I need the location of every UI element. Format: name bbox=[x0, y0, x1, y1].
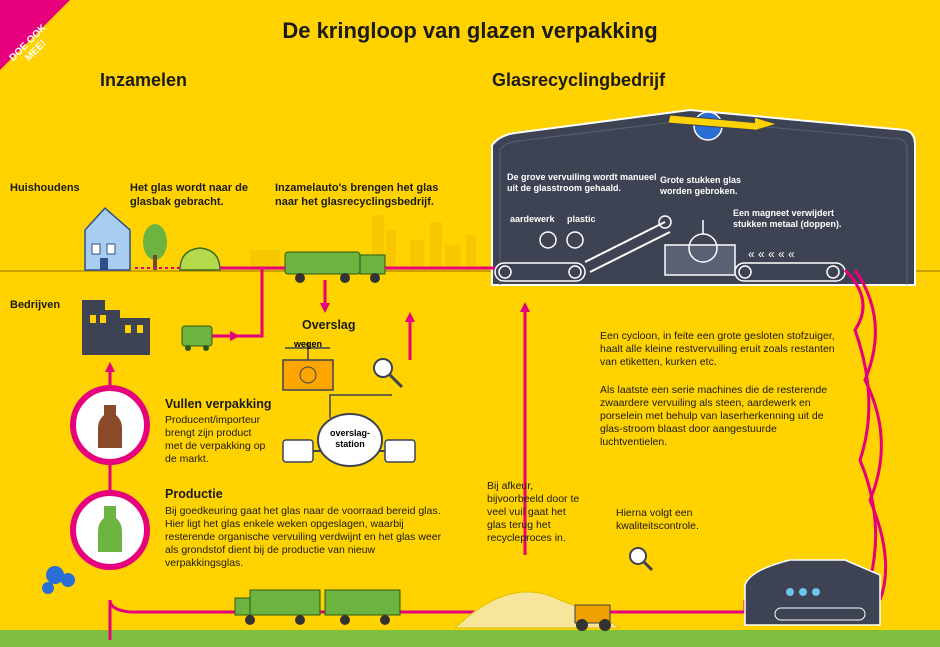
grass-strip bbox=[0, 630, 940, 647]
tree-icon bbox=[143, 224, 167, 270]
quality-magnifier-icon bbox=[629, 547, 654, 572]
storage-building bbox=[744, 559, 881, 626]
collection-truck-icon bbox=[284, 251, 386, 283]
label-businesses: Bedrijven bbox=[10, 299, 61, 311]
label-ceramics: aardewerk bbox=[510, 214, 555, 224]
page-title: De kringloop van glazen verpakking bbox=[282, 18, 658, 43]
plastic-node-icon bbox=[566, 231, 584, 249]
label-transfer: Overslag bbox=[302, 318, 356, 332]
flow-lines bbox=[108, 266, 888, 640]
label-weigh: wegen bbox=[294, 339, 323, 349]
scale-icon bbox=[282, 342, 334, 391]
text-quality: Hierna volgt een kwaliteitscontrole. bbox=[616, 507, 699, 532]
house-icon bbox=[84, 206, 131, 271]
text-reject: Bij afkeur, bijvoorbeeld door te veel vu… bbox=[487, 480, 580, 544]
transfer-station-icon bbox=[282, 394, 416, 467]
conveyors: « « « « « bbox=[494, 221, 846, 282]
glass-bin-icon bbox=[179, 247, 221, 271]
gears-icon bbox=[42, 566, 75, 594]
svg-text:« « « « «: « « « « « bbox=[748, 247, 795, 261]
label-glass-to-bin: Het glas wordt naar de glasbak gebracht. bbox=[130, 182, 248, 208]
label-coarse-removed: De grove vervuiling wordt manueel uit de… bbox=[507, 172, 657, 193]
crusher-icon bbox=[667, 111, 775, 141]
fill-bottle-icon bbox=[70, 385, 150, 465]
label-trucks-bring: Inzamelauto's brengen het glas naar het … bbox=[275, 182, 439, 208]
label-transfer-station: overslag-station bbox=[329, 428, 371, 449]
production-title: Productie bbox=[165, 487, 223, 501]
magnifier-icon bbox=[373, 358, 404, 389]
production-body: Bij goedkeuring gaat het glas naar de vo… bbox=[165, 505, 442, 569]
corner-banner-bg bbox=[0, 0, 70, 70]
fill-body: Producent/importeur brengt zijn product … bbox=[165, 414, 266, 465]
text-laser: Als laatste een serie machines die de re… bbox=[600, 384, 828, 448]
business-building-icon bbox=[82, 300, 150, 355]
label-large-broken: Grote stukken glas worden gebroken. bbox=[660, 175, 742, 196]
ceramics-node-icon bbox=[539, 231, 557, 249]
glass-truck-icon bbox=[234, 589, 401, 625]
flow-arrows bbox=[105, 302, 530, 372]
section-collect: Inzamelen bbox=[100, 70, 188, 90]
crush-node-icon bbox=[658, 215, 672, 229]
container-icon bbox=[181, 325, 213, 351]
text-cyclone: Een cycloon, in feite een grote gesloten… bbox=[600, 330, 835, 368]
recycling-building bbox=[491, 108, 916, 286]
section-recycling: Glasrecyclingbedrijf bbox=[492, 70, 666, 90]
label-plastic: plastic bbox=[567, 214, 596, 224]
label-magnet: Een magneet verwijdert stukken metaal (d… bbox=[733, 208, 842, 229]
fill-title: Vullen verpakking bbox=[165, 397, 272, 411]
label-households: Huishoudens bbox=[10, 182, 80, 194]
production-bottle-icon bbox=[70, 490, 150, 570]
loader-icon bbox=[574, 604, 611, 631]
